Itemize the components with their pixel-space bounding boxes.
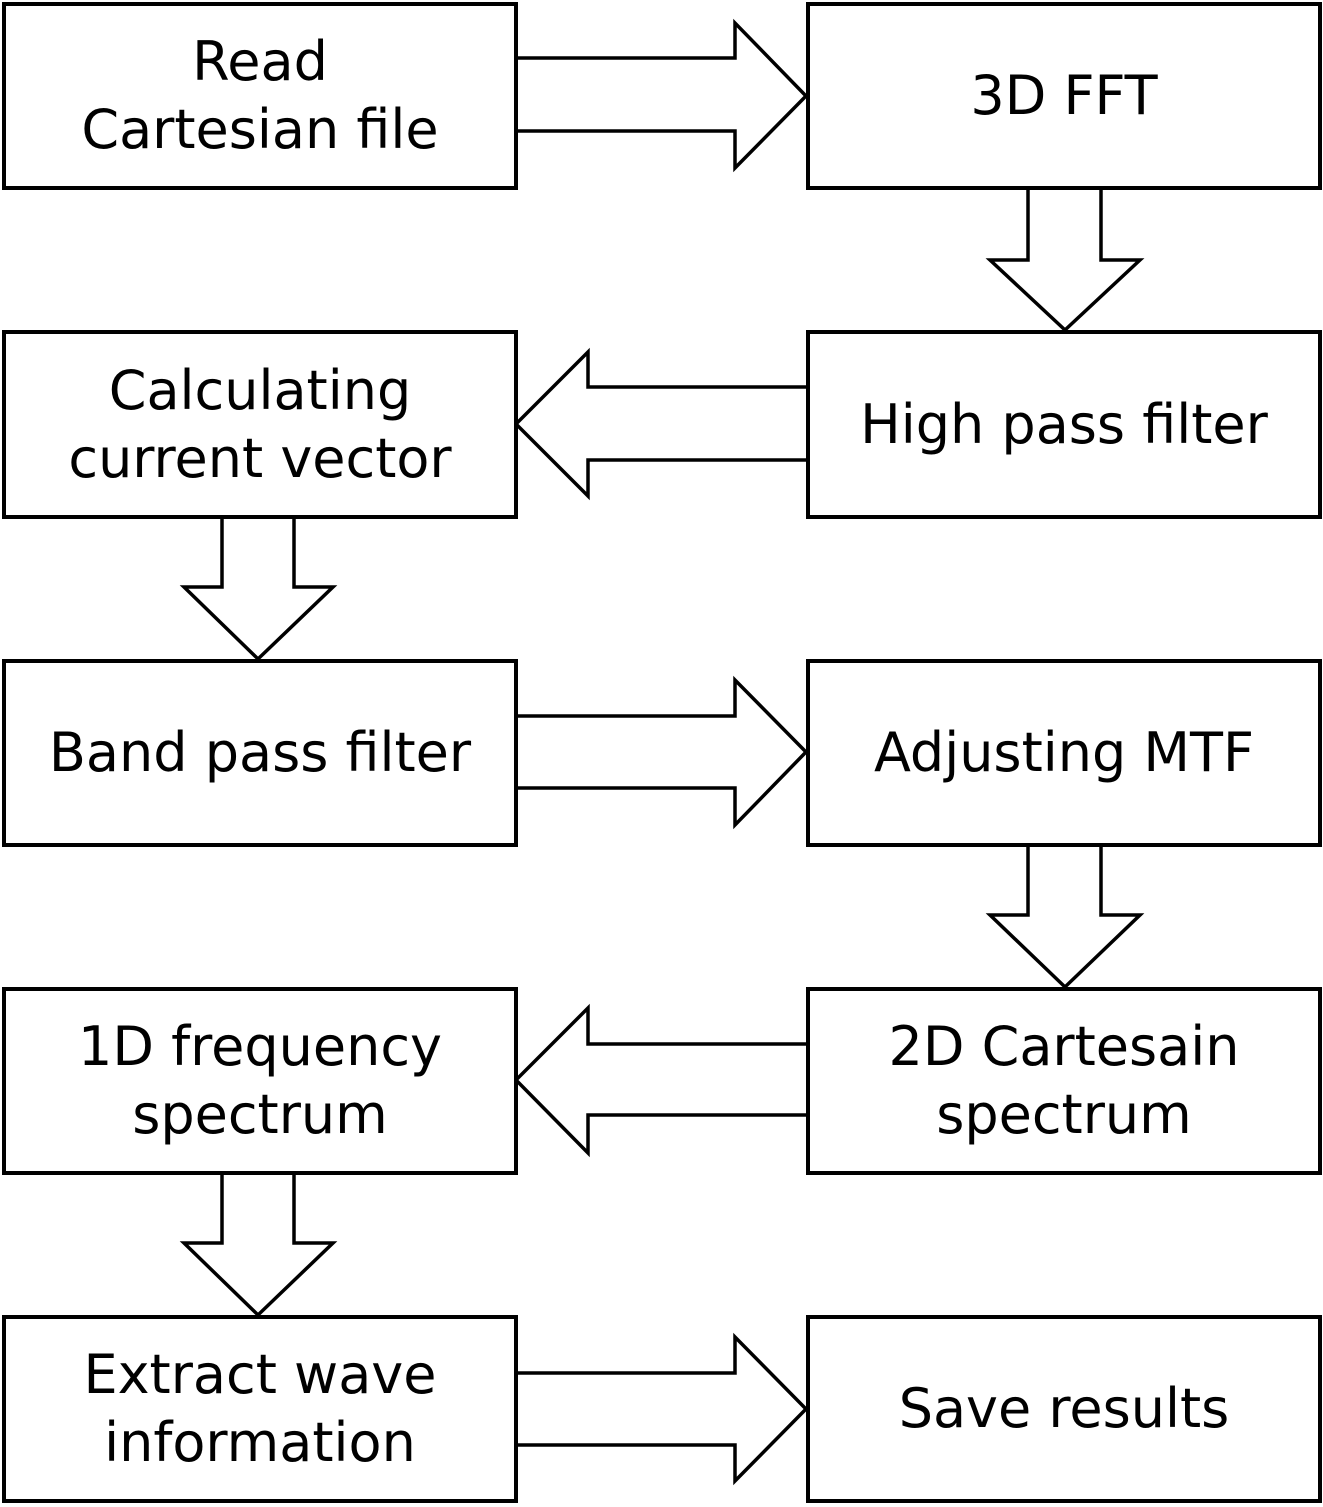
arrow-bandpass-to-mtf [514, 675, 809, 830]
step-label-line: Save results [898, 1377, 1230, 1440]
step-label-line: 3D FFT [970, 64, 1158, 127]
step-label-line: information [104, 1411, 416, 1474]
arrow-fft-to-highpass [985, 185, 1145, 333]
arrow-2dspectrum-to-1dspectrum [513, 1003, 810, 1158]
step-label-line: 1D frequency [78, 1015, 442, 1078]
step-label-line: Extract wave [83, 1343, 437, 1406]
arrow-current-to-bandpass [179, 515, 338, 662]
step-label-line: Cartesian file [81, 98, 439, 161]
arrow-1dspectrum-to-extract [179, 1170, 338, 1318]
step-save-results: Save results [806, 1315, 1322, 1503]
arrow-highpass-to-current [513, 347, 810, 501]
step-label-line: spectrum [132, 1083, 388, 1146]
step-label-line: High pass filter [860, 392, 1268, 456]
arrow-read-to-fft [514, 18, 809, 173]
step-label-line: Adjusting MTF [873, 721, 1255, 784]
step-label-line: Band pass filter [48, 721, 472, 784]
step-3d-fft: 3D FFT [806, 2, 1322, 190]
step-label-line: 2D Cartesain [888, 1015, 1240, 1078]
step-label-line: Calculating [108, 358, 412, 422]
arrow-extract-to-save [514, 1332, 809, 1486]
step-label-line: current vector [68, 426, 452, 490]
arrow-mtf-to-2dspectrum [985, 843, 1145, 990]
step-label-line: spectrum [936, 1083, 1192, 1146]
step-adjusting-mtf: Adjusting MTF [806, 659, 1322, 847]
step-band-pass-filter: Band pass filter [2, 659, 518, 847]
step-label-line: Read [192, 30, 328, 93]
step-high-pass-filter: High pass filter [806, 330, 1322, 519]
